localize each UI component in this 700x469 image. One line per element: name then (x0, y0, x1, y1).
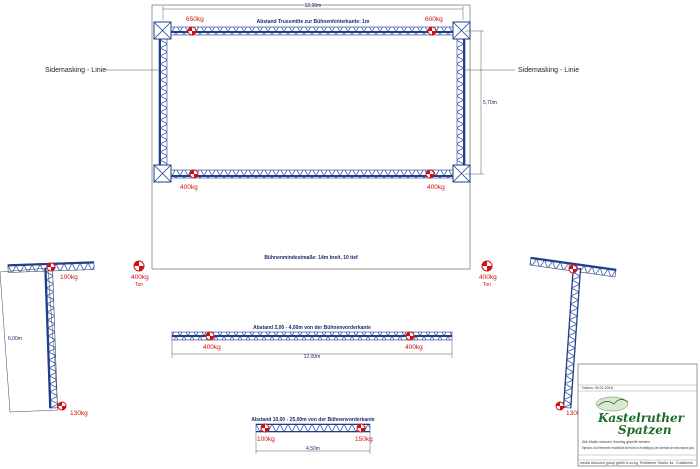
stage-outline (151, 4, 471, 270)
side-point-right-label: 400kg (479, 274, 497, 281)
stage-min-note: Bühnenmindestmaße: 14m breit, 10 tief (264, 255, 358, 261)
logo-line2: Spatzen (618, 423, 672, 437)
small-width-label: 4,50m (306, 446, 320, 452)
front-width-label: 12,00m (304, 354, 321, 360)
sidemasking-right-label: Sidemasking - Linie (518, 67, 579, 74)
sidemasking-left: Sidemasking - Linie (45, 67, 160, 74)
sidemasking-right: Sidemasking - Linie (465, 67, 579, 74)
load-label-front-right: 400kg (405, 344, 423, 351)
load-point-wing-right-bottom: 130kg (555, 401, 584, 417)
top-width-dimension: 12,30m (162, 3, 464, 20)
load-point-mid-left: 400kg (180, 169, 199, 191)
load-label-mid-right: 400kg (427, 184, 445, 191)
load-point-front-right: 400kg (405, 331, 423, 351)
sidemasking-left-label: Sidemasking - Linie (45, 67, 106, 74)
top-width-label: 12,30m (305, 3, 322, 9)
left-height-label: 6,00m (8, 336, 22, 342)
load-point-small-right: 150kg (355, 423, 373, 443)
side-point-left: 400kg Ton (131, 260, 149, 288)
load-label-top-right: 600kg (425, 16, 443, 23)
load-point-front-left: 400kg (203, 331, 221, 351)
front-truss: Abstand 2,00 - 4,00m von der Bühnenvorde… (171, 325, 453, 360)
title-city: Crailsheim (676, 461, 693, 465)
title-date: Datum: 26.01.2018 (582, 386, 613, 390)
load-label-top-left: 650kg (186, 16, 204, 23)
corner-block-bl (153, 164, 172, 183)
load-label-wing-right-bottom: 130kg (566, 410, 584, 417)
logo: Kastelruther Spatzen (595, 396, 686, 437)
left-wing-truss: 6,00m (0, 261, 95, 413)
small-truss: Abstand 10,00 - 25,00m von der Bühnenvor… (251, 417, 375, 454)
title-note1: Alle Maße müssen Vorortig geprüft werden (582, 440, 650, 444)
corner-block-tl (153, 21, 172, 40)
load-label-front-left: 400kg (203, 344, 221, 351)
corner-block-br (452, 164, 471, 183)
title-address: Rotheimer Straße 4a (640, 461, 673, 465)
right-height-dimension: 5,70m (465, 30, 497, 175)
load-label-small-right: 150kg (355, 436, 373, 443)
title-company: media resource group gmbh & co.kg (580, 461, 638, 465)
load-label-wing-left-top: 100kg (60, 274, 78, 281)
main-truss: Abstand Trussmitte zur Bühnenhinterkante… (153, 19, 471, 183)
small-truss-note: Abstand 10,00 - 25,00m von der Bühnenvor… (251, 417, 375, 423)
load-label-small-left: 100kg (257, 436, 275, 443)
front-truss-note: Abstand 2,00 - 4,00m von der Bühnenvorde… (253, 325, 371, 331)
load-point-small-left: 100kg (257, 423, 275, 443)
load-label-wing-left-bottom: 130kg (70, 410, 88, 417)
load-point-top-left: 650kg (186, 16, 204, 36)
load-point-wing-right-top (568, 264, 578, 274)
title-note2: Eigentums- und Urheberrechte, einschließ… (582, 446, 694, 450)
right-height-label: 5,70m (483, 100, 497, 106)
corner-block-tr (452, 21, 471, 40)
side-point-left-label: 400kg (131, 274, 149, 281)
load-point-wing-left-bottom: 130kg (57, 401, 88, 417)
side-point-right: 400kg Ton (479, 260, 497, 288)
title-block: Datum: 26.01.2018 Kastelruther Spatzen A… (577, 363, 698, 467)
load-point-top-right: 600kg (425, 16, 443, 36)
load-label-mid-left: 400kg (180, 184, 198, 191)
truss-top-note: Abstand Trussmitte zur Bühnenhinterkante… (257, 19, 370, 25)
load-point-wing-left-top: 100kg (46, 262, 78, 281)
logo-line1: Kastelruther (597, 411, 686, 425)
side-point-left-unit: Ton (135, 282, 143, 288)
load-point-mid-right: 400kg (425, 169, 445, 191)
side-point-right-unit: Ton (483, 282, 491, 288)
